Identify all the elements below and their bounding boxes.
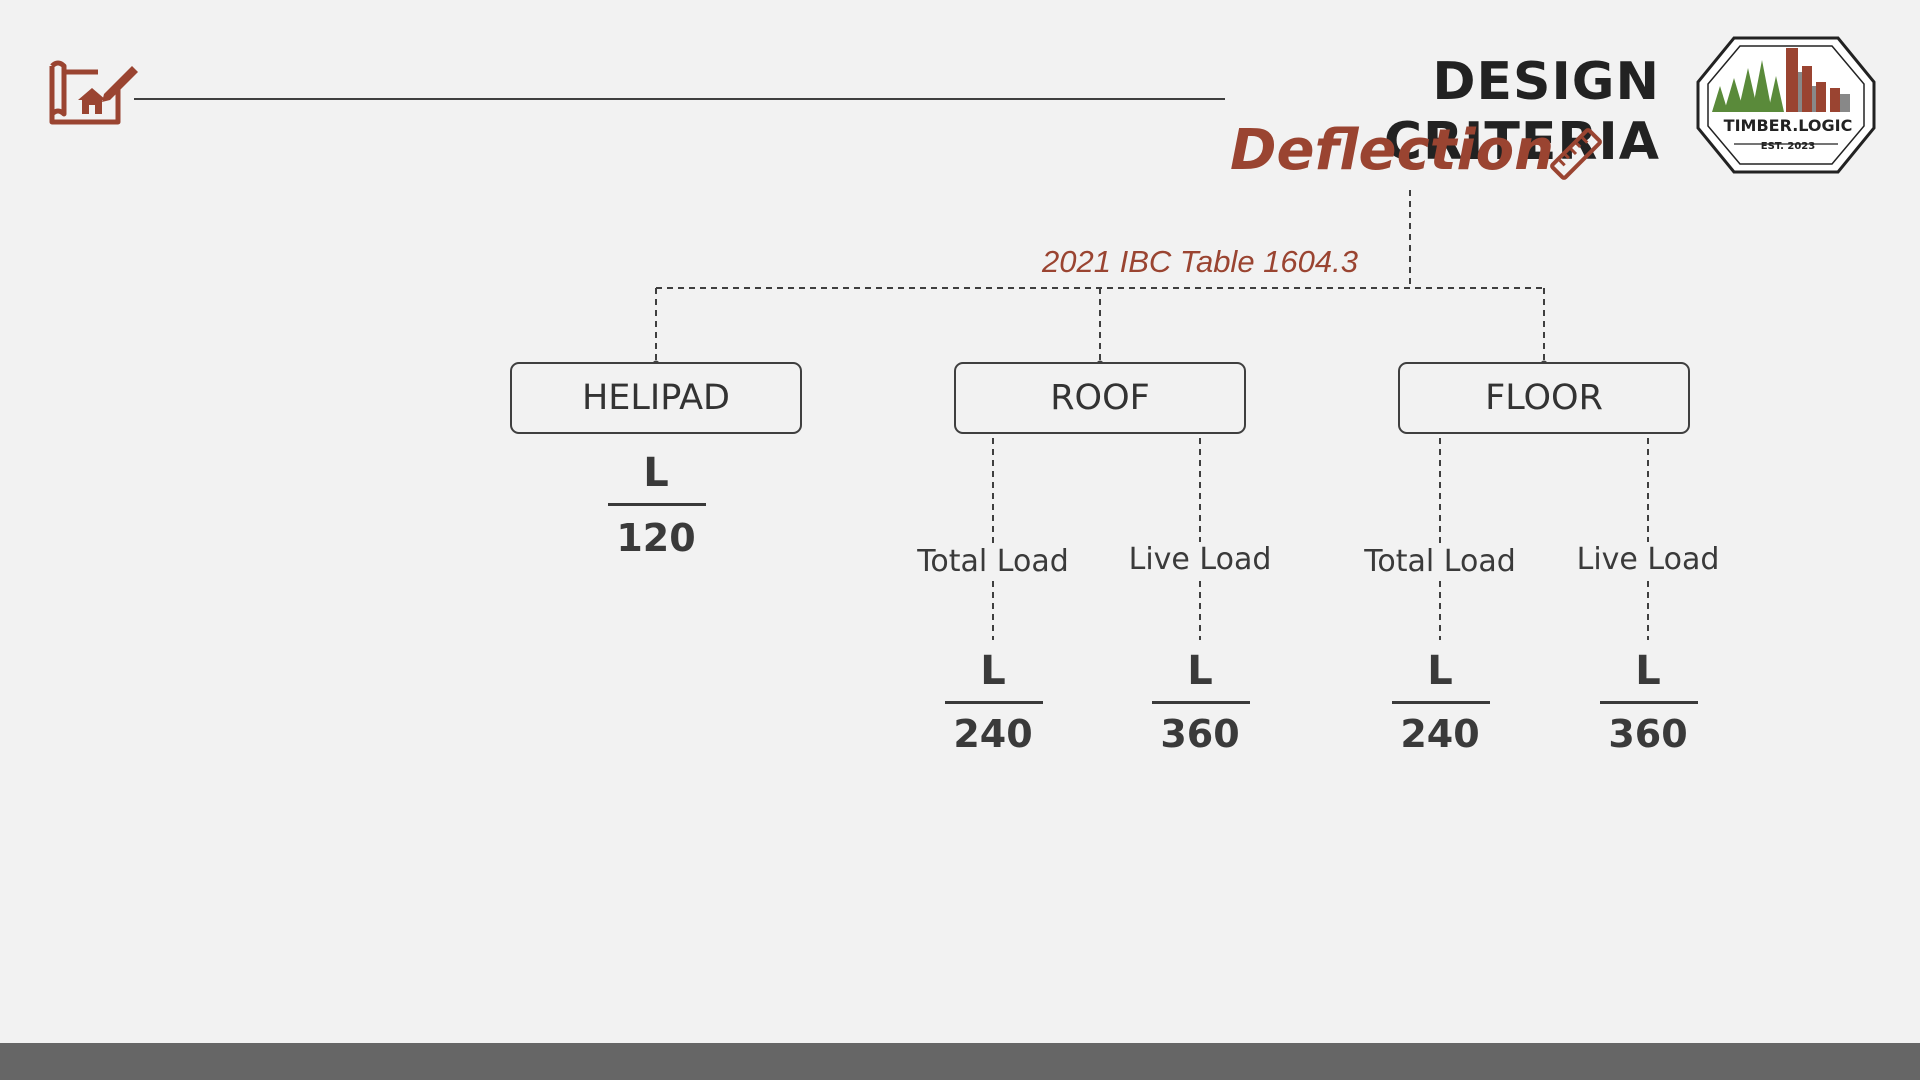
roof-total-denominator: 240 <box>953 712 1033 756</box>
floor-live-denominator: 360 <box>1608 712 1688 756</box>
roof-live-numerator: L <box>1187 648 1213 694</box>
code-reference: 2021 IBC Table 1604.3 <box>1042 244 1358 279</box>
node-floor: FLOOR <box>1398 362 1690 434</box>
floor-live-load-label: Live Load <box>1548 542 1748 577</box>
logo-name: TIMBER.LOGIC <box>1723 116 1853 135</box>
roof-live-denominator: 360 <box>1160 712 1240 756</box>
floor-total-denominator: 240 <box>1400 712 1480 756</box>
footer-bar <box>0 1043 1920 1080</box>
roof-live-load-label: Live Load <box>1100 542 1300 577</box>
house-blueprint-icon <box>49 60 138 125</box>
timber-logic-logo <box>1696 36 1876 174</box>
roof-total-bar <box>945 701 1043 704</box>
helipad-ratio-numerator: L <box>643 450 669 496</box>
helipad-ratio-denominator: 120 <box>616 516 696 560</box>
floor-live-bar <box>1600 701 1698 704</box>
floor-total-numerator: L <box>1427 648 1453 694</box>
roof-live-bar <box>1152 701 1250 704</box>
ruler-icon <box>1550 128 1602 180</box>
floor-total-load-label: Total Load <box>1340 544 1540 579</box>
roof-total-load-label: Total Load <box>893 544 1093 579</box>
roof-total-numerator: L <box>980 648 1006 694</box>
page-title: DESIGN CRITERIA <box>1383 52 1660 172</box>
floor-live-numerator: L <box>1635 648 1661 694</box>
floor-total-bar <box>1392 701 1490 704</box>
node-helipad: HELIPAD <box>510 362 802 434</box>
node-roof: ROOF <box>954 362 1246 434</box>
helipad-ratio-bar <box>608 503 706 506</box>
page-subtitle: Deflection <box>1230 118 1555 183</box>
logo-established: EST. 2023 <box>1760 141 1816 152</box>
